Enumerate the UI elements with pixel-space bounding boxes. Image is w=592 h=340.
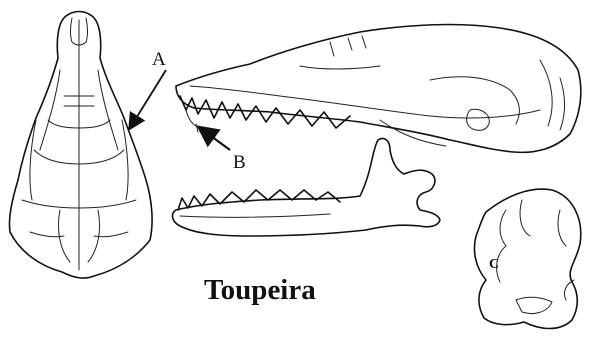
caption-toupeira: Toupeira <box>204 276 316 305</box>
arrow-b <box>200 128 230 150</box>
label-a: A <box>152 50 166 69</box>
label-b: B <box>233 153 246 172</box>
skull-lateral-view <box>176 25 581 153</box>
label-c: C <box>489 258 499 272</box>
lower-jaw <box>173 138 440 236</box>
arrow-a <box>130 70 166 128</box>
skull-dorsal-view <box>9 12 152 279</box>
